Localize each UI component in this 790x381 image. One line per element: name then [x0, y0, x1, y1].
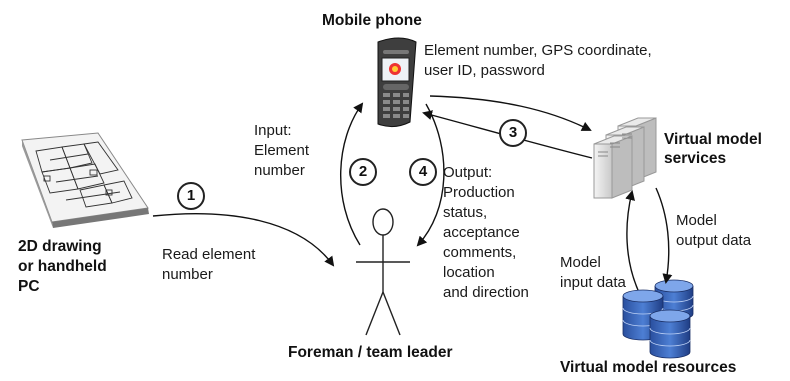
output-label-line-7: and direction: [443, 284, 529, 301]
mobile-phone-label: Mobile phone: [322, 12, 422, 29]
model-input-line-1: Model: [560, 254, 601, 271]
input-label-line-3: number: [254, 162, 305, 179]
database-icon: [622, 279, 694, 359]
model-input-line-2: input data: [560, 274, 626, 291]
step-3-badge: 3: [499, 119, 527, 147]
foreman-figure: [356, 208, 410, 336]
step-1-badge: 1: [177, 182, 205, 210]
output-label-line-2: Production: [443, 184, 515, 201]
drawing-label-line-1: 2D drawing: [18, 238, 102, 255]
output-label-line-6: location: [443, 264, 495, 281]
drawing-label-line-2: or handheld: [18, 258, 107, 275]
server-stack-icon: [593, 117, 657, 199]
arrow-model-output: [655, 187, 673, 284]
drawing-label-line-3: PC: [18, 278, 40, 295]
input-label-line-1: Input:: [254, 122, 292, 139]
floor-plan-drawing: [21, 132, 149, 228]
mobile-phone-icon: [377, 37, 417, 128]
arrow-model-input: [625, 190, 639, 291]
foreman-label: Foreman / team leader: [288, 344, 453, 361]
model-output-line-2: output data: [676, 232, 752, 249]
phone-data-line-1: Element number, GPS coordinate,: [424, 42, 652, 59]
model-output-line-1: Model: [676, 212, 717, 229]
virtual-services-line-1: Virtual model: [664, 131, 762, 148]
arrow-step-3-out: [429, 95, 592, 131]
read-element-line-1: Read element: [162, 246, 256, 263]
phone-data-line-2: user ID, password: [424, 62, 545, 79]
output-label-line-4: acceptance: [443, 224, 520, 241]
arrow-step-2: [339, 102, 364, 246]
output-label-line-3: status,: [443, 204, 488, 221]
virtual-services-line-2: services: [664, 150, 727, 167]
arrow-step-4: [416, 103, 445, 247]
read-element-line-2: number: [162, 266, 213, 283]
output-label-line-5: comments,: [443, 244, 517, 261]
step-2-badge: 2: [349, 158, 377, 186]
virtual-resources-label: Virtual model resources: [560, 359, 737, 376]
output-label-line-1: Output:: [443, 164, 493, 181]
input-label-line-2: Element: [254, 142, 310, 159]
step-4-badge: 4: [409, 158, 437, 186]
arrow-step-1: [152, 213, 335, 267]
